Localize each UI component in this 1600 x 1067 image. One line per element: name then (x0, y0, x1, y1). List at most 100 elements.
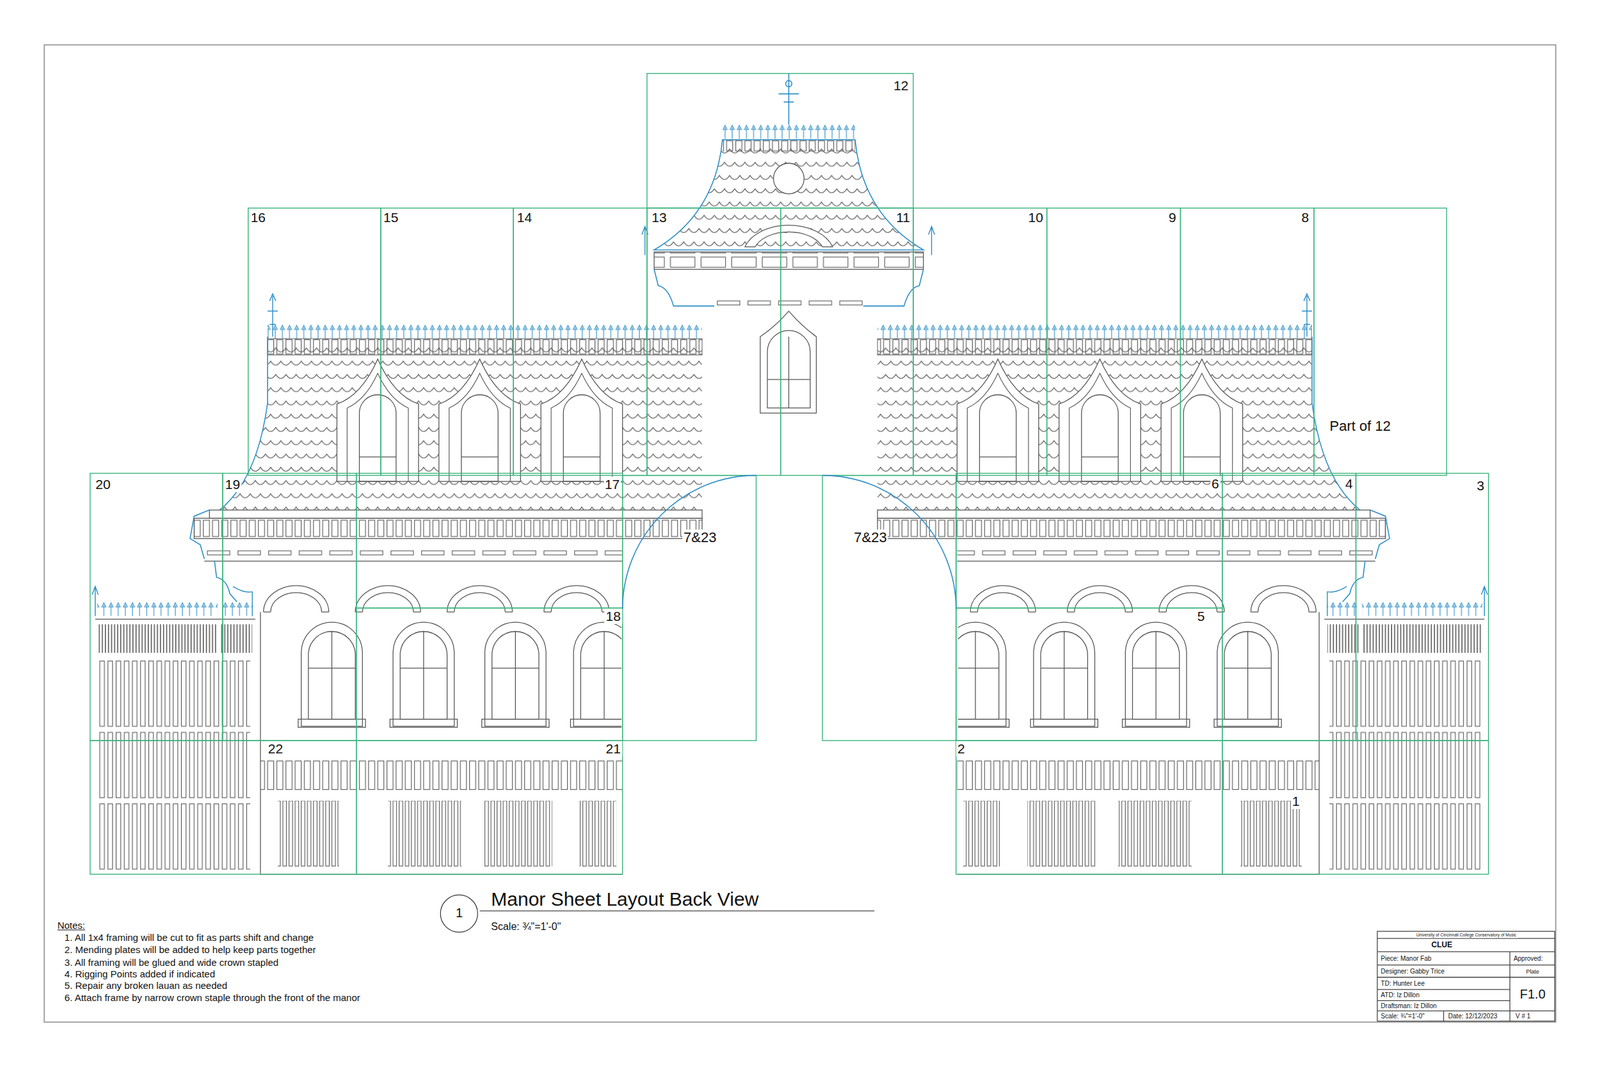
manor-wing-part (579, 800, 617, 868)
view-number-circle: 1 (439, 894, 479, 934)
manor-wing-part (298, 622, 366, 728)
manor-wing-part (439, 359, 521, 482)
panel-number: 1 (1290, 793, 1302, 809)
note: 3. All framing will be glued and wide cr… (63, 956, 280, 968)
manor-wing-part (95, 618, 256, 620)
sheet-outlines (90, 73, 1489, 875)
sheet-outlines-part (513, 208, 648, 476)
center-tower-part (767, 330, 811, 408)
sheet-outlines-part (356, 740, 623, 875)
manor-wing-part (209, 510, 703, 519)
panel-number: 8 (1299, 209, 1311, 226)
manor-wing-part (219, 624, 253, 653)
manor-wing-part-part (570, 622, 622, 728)
sheet-outlines-part (1222, 472, 1357, 741)
title-block-field: TD: Hunter Lee (1379, 979, 1426, 988)
sheet-outlines-part (647, 73, 914, 208)
title-block-field: Approved: (1512, 954, 1545, 963)
panel-number: 11 (894, 209, 912, 226)
panel-number: 5 (1196, 608, 1207, 624)
sheet-outlines-part (913, 208, 1048, 476)
manor-wing-part (97, 657, 251, 875)
center-tower-part (641, 226, 935, 256)
center-tower-part (654, 139, 924, 250)
sheet-outlines-part (1313, 208, 1447, 476)
title-block-field: Piece: Manor Fab (1379, 954, 1433, 963)
panel-number: 3 (1475, 478, 1487, 494)
title-block-show: CLUE (1430, 940, 1455, 950)
sheet-outlines-part (248, 208, 381, 476)
center-tower-part (778, 73, 800, 125)
panel-number: 9 (1167, 209, 1178, 226)
manor-wing-part (267, 324, 703, 339)
center-tower-part (722, 124, 856, 139)
manor-wing-part (336, 359, 418, 482)
sheet-outlines-part (356, 472, 623, 608)
title-block-field: V # 1 (1514, 1012, 1532, 1021)
title-block-field: Draftsman: Iz Dillon (1379, 1002, 1439, 1010)
manor-wing-part (482, 800, 552, 868)
manor-wing-part (389, 622, 457, 728)
panel-number: 18 (604, 608, 623, 624)
manor-wing-part (219, 336, 268, 511)
manor-wing-part (97, 624, 218, 653)
manor-wing-part (193, 518, 703, 539)
sheet-outlines-part (1356, 472, 1489, 741)
center-tower-part (654, 269, 924, 306)
note: 5. Repair any broken lauan as needed (63, 980, 229, 992)
sheet-outlines-part (222, 472, 357, 741)
panel-number: 15 (382, 209, 400, 226)
manor-wing-part (221, 601, 253, 616)
sheet-outlines-part (380, 208, 514, 476)
manor-wing-part (92, 586, 253, 616)
title-block (1377, 931, 1555, 1021)
panel-note: Part of 12 (1328, 418, 1392, 435)
center-tower-part (654, 252, 924, 270)
center-tower-part (785, 80, 793, 88)
center-tower-part (714, 300, 864, 307)
manor-wing-part (204, 560, 623, 562)
sheet-outlines-part (956, 740, 1223, 875)
title-block-field: Plate (1525, 968, 1542, 975)
title-block-field: Date: 12/12/2023 (1447, 1012, 1499, 1021)
manor-wing-part (260, 611, 623, 875)
panel-number: 17 (603, 476, 621, 493)
sheet-outlines-part (1180, 208, 1314, 476)
sheet-outlines-part (90, 740, 357, 875)
manor-wing-part (260, 759, 623, 791)
center-tower-part (773, 163, 805, 194)
manor-wing-part (214, 561, 237, 603)
sheet-outlines-part (622, 475, 757, 741)
sheet-outlines-part (956, 608, 1223, 741)
view-number: 1 (455, 905, 463, 921)
panel-number: 7&23 (852, 529, 888, 546)
circle-outline (440, 894, 478, 932)
manor-wing (92, 293, 703, 875)
title-block-field: ATD: Iz Dillon (1379, 992, 1421, 1000)
manor-wing-part (540, 359, 623, 482)
note: 2. Mending plates will be added to help … (63, 944, 318, 956)
panel-number: 20 (94, 476, 112, 493)
sheet-outlines-part (956, 472, 1223, 608)
panel-number: 13 (650, 209, 668, 226)
sheet-outlines-part (90, 472, 223, 741)
manor-wing-part (263, 585, 329, 612)
panel-number: 14 (515, 209, 534, 226)
note: 6. Attach frame by narrow crown staple t… (63, 992, 362, 1004)
panel-number: 6 (1210, 476, 1221, 492)
manor-wing-part (277, 800, 340, 868)
title-block-part (1377, 938, 1555, 1021)
panel-number: 22 (266, 741, 285, 757)
sheet-outlines-part (1047, 208, 1181, 476)
title-block-school: University of Cincinnati College Conserv… (1415, 933, 1518, 938)
center-tower (641, 73, 935, 414)
manor-wing (877, 293, 1488, 875)
sheet-outlines-part (647, 208, 781, 476)
manor-wing-part (219, 338, 703, 511)
note: 4. Rigging Points added if indicated (63, 968, 217, 980)
manor-wing-part (570, 622, 622, 728)
arch-cutline (622, 475, 957, 610)
plate-number: F1.0 (1518, 986, 1547, 1001)
